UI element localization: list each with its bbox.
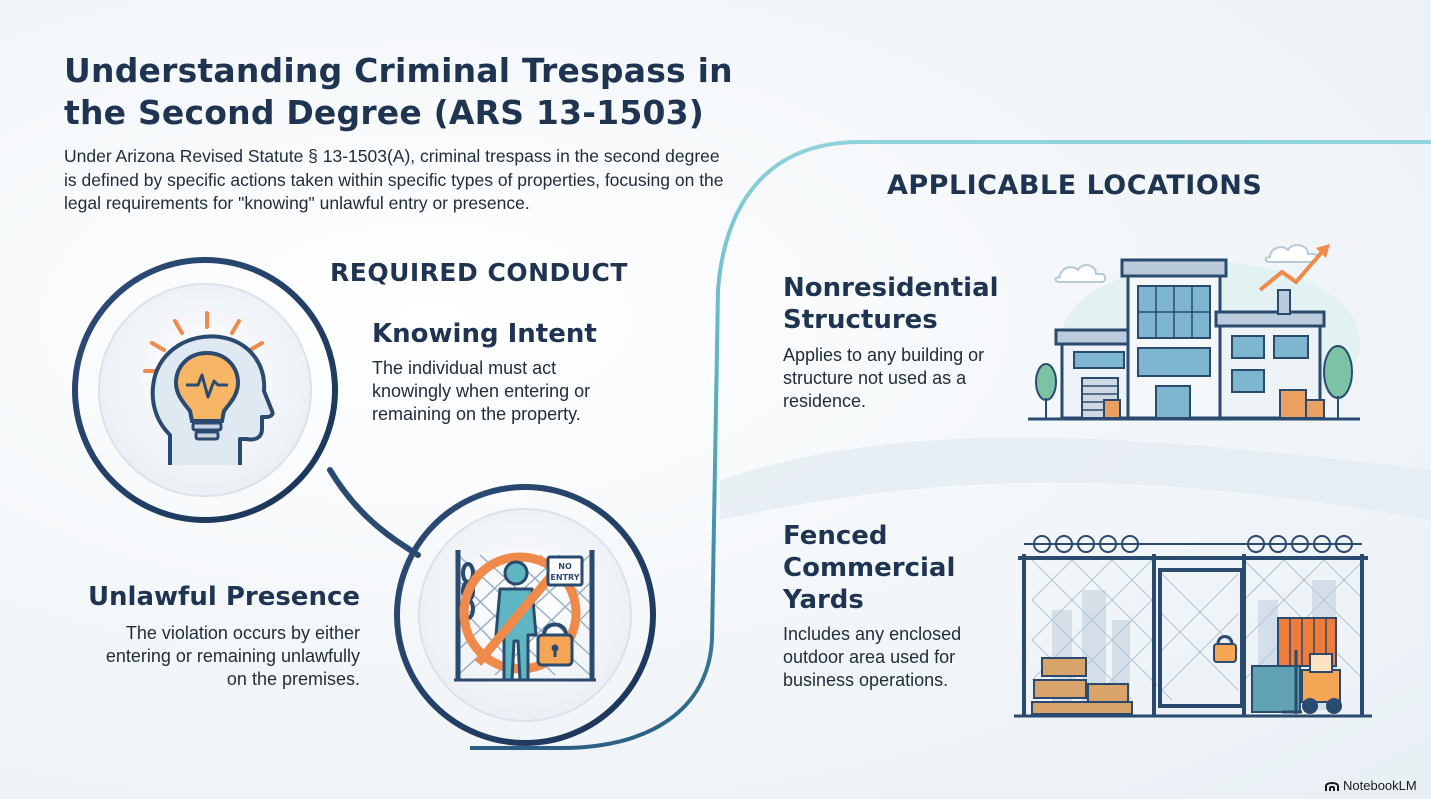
applicable-locations-heading: APPLICABLE LOCATIONS — [887, 170, 1263, 201]
nonresidential-structures-description: Applies to any building or structure not… — [783, 345, 985, 411]
unlawful-presence-description: The violation occurs by either entering … — [105, 623, 360, 689]
intro-paragraph: Under Arizona Revised Statute § 13-1503(… — [64, 146, 724, 213]
svg-text:ENTRY: ENTRY — [550, 573, 579, 582]
page-title: Understanding Criminal Trespass in the S… — [64, 51, 733, 132]
knowing-intent-title: Knowing Intent — [372, 319, 597, 349]
fenced-yard-icon — [1014, 535, 1372, 718]
fenced-commercial-yards-title: Fenced Commercial Yards — [783, 521, 956, 615]
head-lightbulb-icon — [143, 311, 275, 465]
divider-curve — [470, 140, 1431, 750]
notebooklm-brand: NotebookLM — [1325, 778, 1417, 793]
no-entry-icon: NO ENTRY — [454, 550, 596, 682]
nonresidential-structures-title: Nonresidential Structures — [783, 273, 999, 335]
no-entry-sign-text: NO — [558, 562, 572, 571]
connector-line — [327, 467, 421, 558]
knowing-intent-description: The individual must act knowingly when e… — [372, 358, 591, 424]
unlawful-presence-title: Unlawful Presence — [87, 582, 360, 612]
required-conduct-heading: REQUIRED CONDUCT — [330, 258, 628, 287]
fenced-commercial-yards-description: Includes any enclosed outdoor area used … — [783, 624, 962, 690]
wave-band — [720, 437, 1431, 520]
notebooklm-logo-icon — [1325, 781, 1339, 791]
brand-label: NotebookLM — [1343, 778, 1417, 793]
office-building-icon — [1028, 244, 1360, 422]
